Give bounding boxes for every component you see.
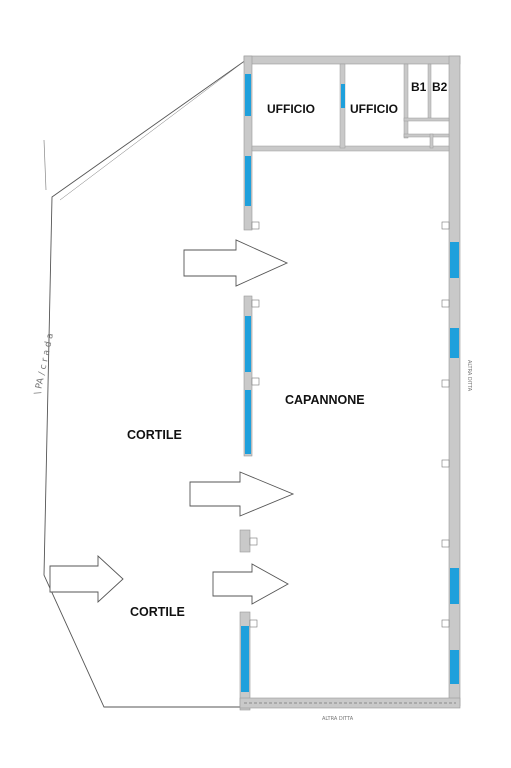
- pillar: [441, 619, 450, 628]
- right-scribble: ALTRA DITTA: [466, 360, 472, 392]
- pillar: [251, 221, 260, 230]
- courtyard-boundary: [43, 59, 247, 708]
- pillar: [441, 221, 450, 230]
- corridor-wall: [429, 133, 434, 149]
- pillar: [251, 299, 260, 308]
- courtyard-label-upper: CORTILE: [127, 428, 182, 442]
- window: [450, 650, 459, 684]
- window: [450, 242, 459, 278]
- margin-mark: [43, 139, 47, 191]
- window: [341, 84, 345, 108]
- pillar: [249, 619, 258, 628]
- arrow-right: [189, 471, 295, 517]
- room-label-warehouse: CAPANNONE: [285, 393, 365, 407]
- window: [245, 74, 251, 116]
- pillar: [441, 459, 450, 468]
- room-label-bath-1: B1: [411, 80, 427, 94]
- courtyard-label-lower: CORTILE: [130, 605, 185, 619]
- window: [241, 626, 249, 692]
- room-label-office-left: UFFICIO: [267, 102, 315, 116]
- window: [245, 156, 251, 206]
- room-label-office-right: UFFICIO: [350, 102, 398, 116]
- margin-scribble: \ PA / c r a d a: [33, 332, 56, 395]
- pillar: [249, 537, 258, 546]
- arrow-right: [212, 563, 289, 605]
- arrow-right: [183, 239, 289, 287]
- bath-lower-wall: [403, 133, 450, 138]
- window: [245, 390, 251, 454]
- room-label-bath-2: B2: [432, 80, 448, 94]
- pillar: [441, 299, 450, 308]
- pillar: [441, 379, 450, 388]
- bath-divider-wall: [427, 63, 432, 121]
- window: [450, 568, 459, 604]
- window: [245, 316, 251, 372]
- bath-left-wall: [403, 63, 409, 139]
- window: [450, 328, 459, 358]
- bath-bottom-wall: [403, 117, 450, 122]
- pillar: [251, 377, 260, 386]
- wall-left-stub: [239, 529, 251, 553]
- wall-top: [243, 55, 461, 65]
- bottom-scribble: ALTRA DITTA: [322, 716, 354, 722]
- wall-left-mid: [243, 295, 253, 457]
- courtyard-boundary-inner: [59, 59, 247, 201]
- wall-right: [448, 55, 461, 707]
- pillar: [441, 539, 450, 548]
- office-bottom-wall: [251, 145, 450, 152]
- arrow-right: [49, 554, 124, 604]
- wall-left-upper: [243, 55, 253, 231]
